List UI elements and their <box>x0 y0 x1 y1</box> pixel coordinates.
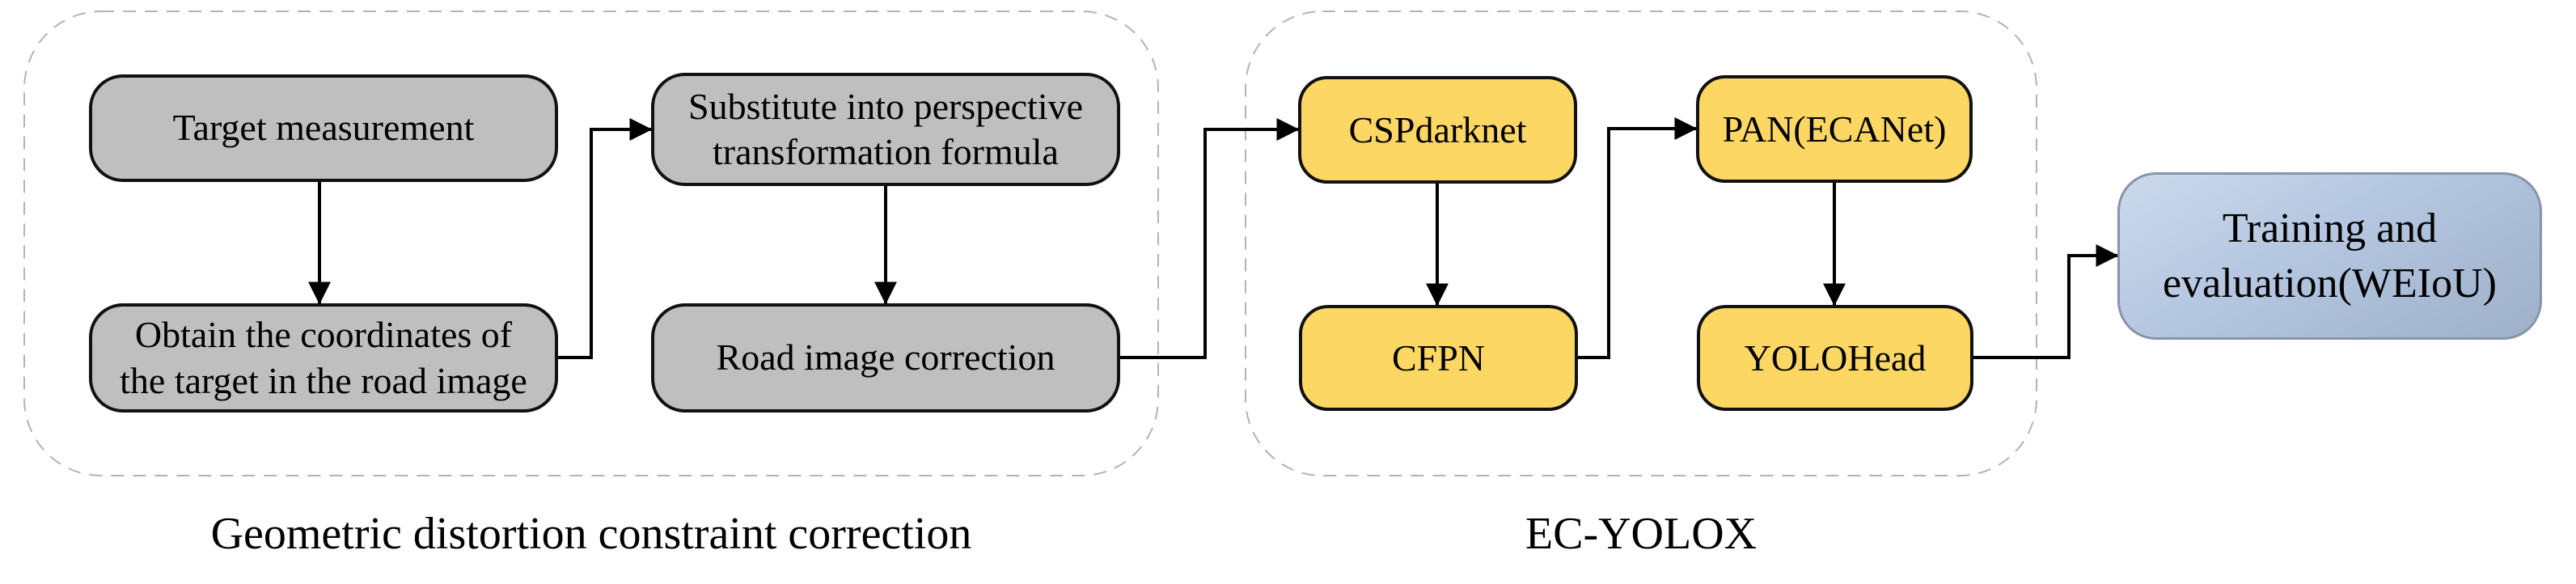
arrow-cfpn-to-pan-ecanet <box>1578 117 1698 359</box>
node-cspdarknet: CSPdarknet <box>1298 76 1577 184</box>
arrow-yolohead-to-training-evaluation <box>1973 244 2119 359</box>
node-yolohead: YOLOHead <box>1697 305 1973 411</box>
group-ec-yolox-border <box>1245 11 2037 476</box>
node-substitute-perspective: Substitute into perspective transformati… <box>651 73 1120 186</box>
node-pan-ecanet: PAN(ECANet) <box>1696 75 1973 183</box>
node-target-measurement: Target measurement <box>89 74 558 182</box>
caption-ec-yolox: EC-YOLOX <box>1525 509 1758 559</box>
node-training-evaluation: Training and evaluation(WEIoU) <box>2117 172 2542 340</box>
group-geometric-correction-border <box>23 11 1159 476</box>
node-road-image-correction: Road image correction <box>651 303 1120 413</box>
caption-geometric-correction: Geometric distortion constraint correcti… <box>210 509 972 559</box>
node-cfpn: CFPN <box>1299 305 1578 411</box>
node-obtain-coordinates: Obtain the coordinates of the target in … <box>89 303 558 413</box>
arrow-road-image-correction-to-cspdarknet <box>1120 118 1300 359</box>
arrow-obtain-coordinates-to-substitute-perspective <box>558 118 653 359</box>
